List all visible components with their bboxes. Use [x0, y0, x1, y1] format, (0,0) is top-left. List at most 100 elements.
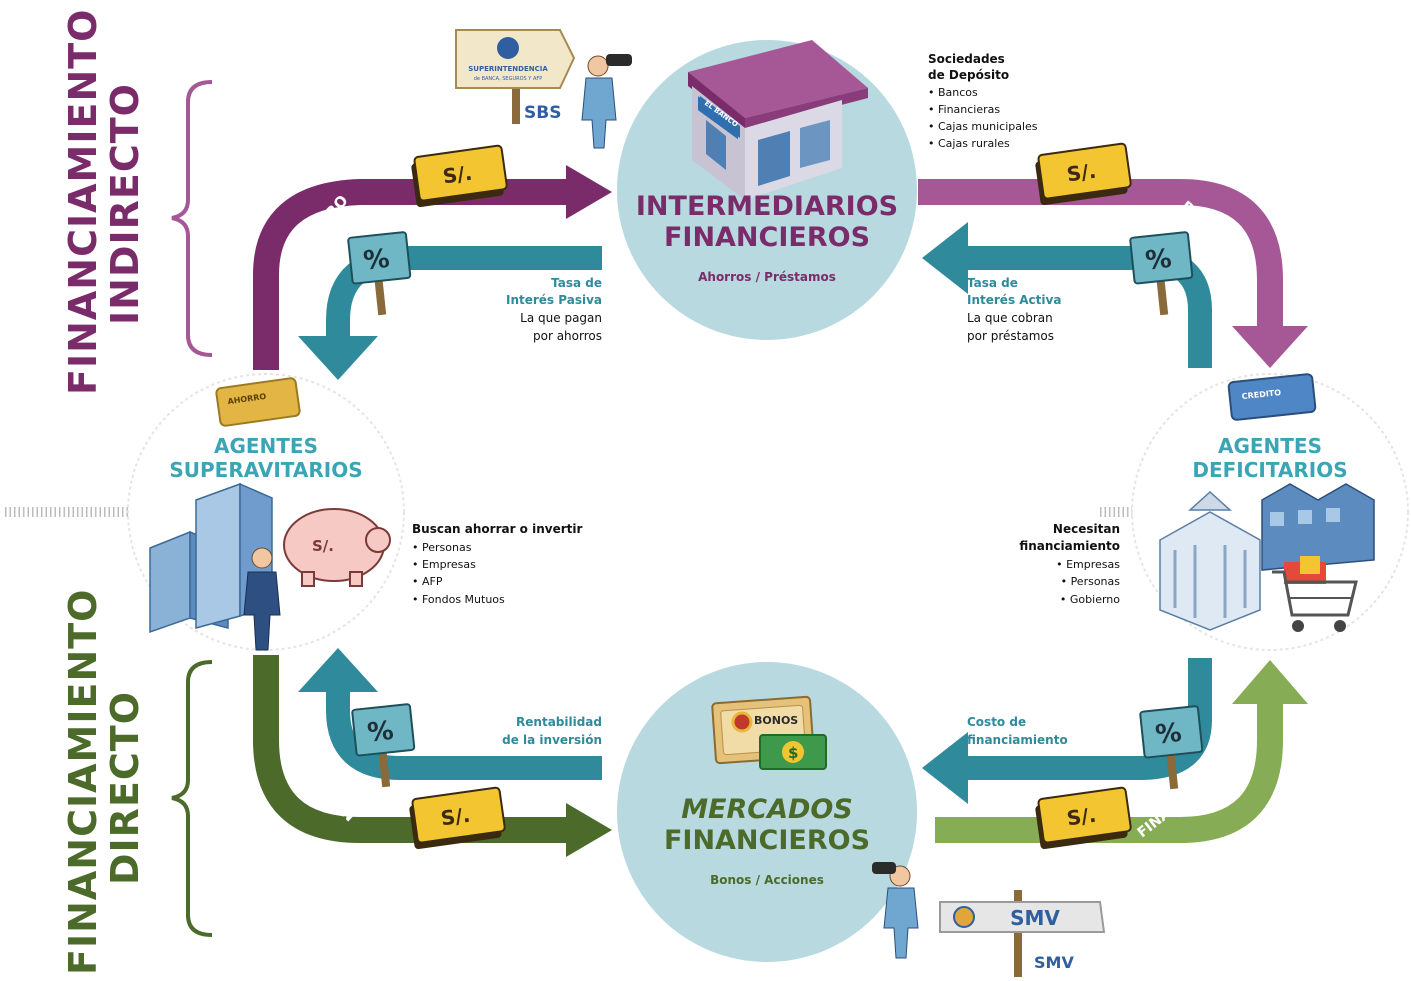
bonds-icon: BONOS $ [711, 695, 827, 770]
indirect-brace [171, 80, 213, 357]
tasa-activa-text: Tasa de Interés Activa La que cobran por… [967, 276, 1061, 343]
intermediarios-list-title-line1: Sociedades [928, 52, 1005, 66]
sbs-label: SBS [524, 103, 561, 123]
superavitarios-list-item: • Personas [412, 541, 472, 554]
piggy-currency: S/. [312, 537, 334, 555]
label-financiamiento-directo: FINANCIAMIENTO DIRECTO [61, 589, 147, 976]
percent-activa-text: % [1144, 244, 1173, 277]
financiamiento-arrowhead [1232, 660, 1308, 704]
indirect-label-line1: FINANCIAMIENTO [61, 9, 105, 396]
tasa-activa-arrowhead [922, 222, 968, 294]
costo-text: Costo de financiamiento [967, 715, 1068, 747]
tasa-activa-line1: Tasa de [967, 276, 1018, 290]
label-financiamiento-indirecto: FINANCIAMIENTO INDIRECTO [61, 9, 147, 396]
intermediarios-list-item: • Cajas municipales [928, 120, 1038, 133]
rentabilidad-arrow [326, 690, 602, 780]
percent-sign-activa: % [1129, 231, 1194, 316]
percent-pasiva-text: % [362, 244, 391, 277]
intermediarios-list-item: • Cajas rurales [928, 137, 1010, 150]
svg-text:$: $ [788, 744, 798, 762]
costo-arrowhead [922, 732, 968, 804]
sbs-regulator: SUPERINTENDENCIA de BANCA, SEGUROS Y AFP… [455, 29, 632, 149]
mercados-node: BONOS $ MERCADOS FINANCIEROS Bonos / Acc… [617, 662, 917, 962]
smv-label: SMV [1034, 953, 1074, 972]
direct-label-line2: DIRECTO [103, 691, 147, 885]
government-building-icon [1159, 490, 1261, 631]
indirect-label-line2: INDIRECTO [103, 83, 147, 325]
observer-sbs-icon [581, 54, 632, 149]
intermediarios-node: EL BANCO INTERMEDIARIOS FINANCIEROS Ahor… [617, 40, 917, 340]
mercados-title-line2: FINANCIEROS [664, 825, 870, 856]
money-inversion-currency: S/. [439, 803, 471, 831]
mercados-subtitle: Bonos / Acciones [710, 873, 824, 887]
savings-card-icon: AHORRO [215, 377, 301, 427]
money-financiamiento-currency: S/. [1065, 803, 1097, 831]
prestamo-arrow [918, 179, 1283, 330]
tasa-pasiva-desc1: La que pagan [520, 311, 602, 325]
credit-card-icon: CREDITO [1227, 373, 1317, 421]
intermediarios-list-title-line2: de Depósito [928, 68, 1009, 82]
intermediarios-subtitle: Ahorros / Préstamos [698, 270, 836, 284]
factory-icon [1261, 483, 1375, 571]
percent-rentabilidad-text: % [366, 716, 395, 749]
deficitarios-list-title-line2: financiamiento [1019, 539, 1120, 553]
rentabilidad-arrowhead [298, 648, 378, 692]
sbs-sign-text: SUPERINTENDENCIA [468, 65, 548, 73]
tasa-pasiva-arrowhead [298, 336, 378, 380]
intermediarios-title-line1: INTERMEDIARIOS [636, 191, 898, 222]
deficitarios-list-item: • Empresas [1056, 558, 1120, 571]
mercados-title-line1: MERCADOS [681, 794, 853, 825]
prestamo-arrowhead [1232, 326, 1308, 368]
superavitarios-node: AGENTES SUPERAVITARIOS AHORRO S/. [127, 373, 405, 651]
costo-line1: Costo de [967, 715, 1026, 729]
sbs-sign-subtext: de BANCA, SEGUROS Y AFP [474, 76, 543, 82]
tasa-pasiva-line1: Tasa de [551, 276, 602, 290]
superavitarios-title-line1: AGENTES [214, 434, 318, 458]
inversion-arrow [253, 655, 570, 843]
rentabilidad-text: Rentabilidad de la inversión [502, 715, 602, 747]
deficitarios-title-line1: AGENTES [1218, 434, 1322, 458]
ahorro-arrow [253, 179, 570, 370]
mercados-circle [617, 662, 917, 962]
superavitarios-list-title: Buscan ahorrar o invertir [412, 522, 582, 536]
tasa-pasiva-desc2: por ahorros [533, 329, 602, 343]
deficitarios-list-item: • Gobierno [1060, 593, 1120, 606]
buildings-icon [149, 482, 273, 634]
superavitarios-list-item: • AFP [412, 575, 443, 588]
percent-sign-pasiva: % [347, 231, 412, 316]
superavitarios-title-line2: SUPERAVITARIOS [169, 458, 362, 482]
deficitarios-list-item: • Personas [1061, 575, 1121, 588]
percent-costo-text: % [1154, 718, 1183, 751]
intermediarios-title-line2: FINANCIEROS [664, 222, 870, 253]
superavitarios-list-item: • Fondos Mutuos [412, 593, 505, 606]
direct-brace [171, 660, 213, 937]
tasa-pasiva-line2: Interés Pasiva [506, 293, 602, 307]
smv-regulator: SMV SMV [872, 862, 1106, 977]
piggy-bank-icon: S/. [283, 508, 391, 587]
deficitarios-list-title-line1: Necesitan [1053, 522, 1120, 536]
ahorro-arrowhead [566, 165, 612, 219]
percent-sign-costo: % [1139, 705, 1204, 790]
shopping-cart-icon [1272, 556, 1358, 632]
deficitarios-list: Necesitan financiamiento • Empresas • Pe… [1019, 522, 1120, 606]
money-ahorro-currency: S/. [441, 161, 473, 189]
superavitarios-list-item: • Empresas [412, 558, 476, 571]
intermediarios-list: Sociedades de Depósito • Bancos • Financ… [928, 52, 1038, 150]
businessman-icon [243, 547, 281, 651]
smv-sign-text: SMV [1010, 906, 1060, 930]
intermediarios-list-item: • Financieras [928, 103, 1000, 116]
bonds-sign: BONOS [754, 714, 798, 727]
financiamiento-arrow [935, 700, 1283, 843]
money-bundle-financiamiento: S/. [1035, 786, 1132, 849]
money-prestamo-currency: S/. [1065, 159, 1097, 187]
tasa-activa-line2: Interés Activa [967, 293, 1061, 307]
costo-line2: financiamiento [967, 733, 1068, 747]
inversion-arrowhead [566, 803, 612, 857]
superavitarios-list: Buscan ahorrar o invertir • Personas • E… [412, 522, 582, 606]
intermediarios-list-item: • Bancos [928, 86, 978, 99]
rentabilidad-line1: Rentabilidad [516, 715, 602, 729]
observer-smv-icon [872, 862, 919, 959]
credit-card-label: CREDITO [1241, 388, 1281, 401]
